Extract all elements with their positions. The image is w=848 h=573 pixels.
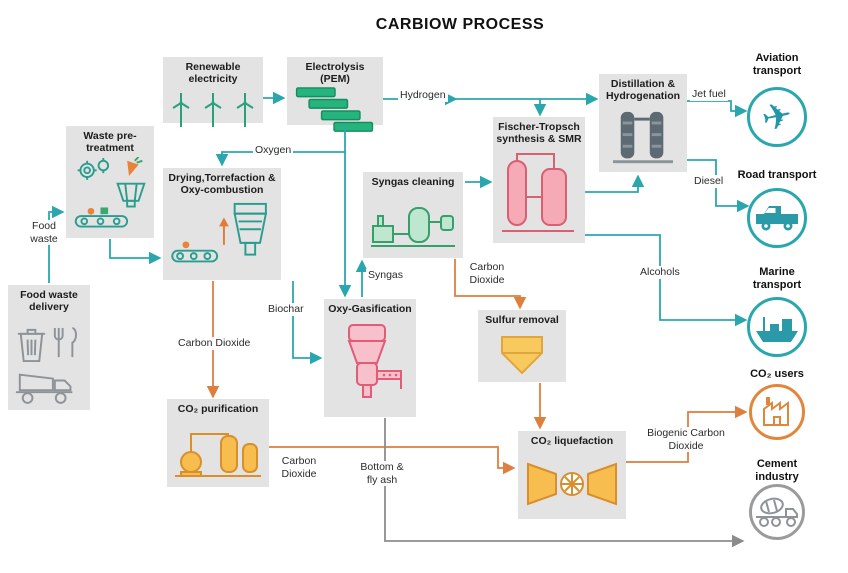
node-co2-purification: CO₂ purification	[167, 399, 269, 487]
flow-ft-to-distillation-line	[585, 174, 645, 193]
node-label: Syngas cleaning	[371, 176, 455, 188]
destination-marine	[747, 297, 807, 357]
node-label: Fischer-Tropsch synthesis & SMR	[496, 121, 582, 146]
node-drying-torrefaction: Drying,Torrefaction & Oxy-combustion	[163, 168, 281, 280]
flow-label-hydrogen: Hydrogen	[398, 89, 448, 102]
gas-cleaning-unit-icon	[363, 190, 463, 258]
trash-and-truck-icon	[8, 315, 90, 410]
destination-co2-users	[749, 384, 805, 440]
flow-label-jet-fuel: Jet fuel	[690, 88, 728, 101]
destination-road	[747, 188, 807, 248]
airplane-icon: ✈	[757, 93, 796, 140]
destination-cement	[749, 484, 805, 540]
node-electrolysis: Electrolysis (PEM)	[287, 57, 383, 133]
gasifier-icon	[324, 317, 416, 417]
node-label: Oxy-Gasification	[328, 303, 412, 315]
electrolyzer-stack-icon	[287, 87, 383, 135]
flow-label-co2-from-syngas: Carbon Dioxide	[462, 261, 512, 287]
truck-icon	[756, 206, 798, 231]
flow-label-biochar: Biochar	[266, 303, 306, 316]
destination-label-cement: Cement industry	[755, 458, 799, 484]
node-co2-liquefaction: CO₂ liquefaction	[518, 431, 626, 519]
flow-label-co2-from-drying: Carbon Dioxide	[176, 337, 253, 350]
distillation-columns-icon	[599, 104, 687, 172]
node-label: Distillation & Hydrogenation	[605, 78, 681, 103]
node-waste-pretreatment: Waste pre-treatment	[66, 126, 154, 238]
flow-label-diesel: Diesel	[692, 175, 726, 188]
node-label: Electrolysis (PEM)	[305, 61, 365, 86]
node-oxy-gasification: Oxy-Gasification	[324, 299, 416, 417]
node-label: Food waste delivery	[20, 289, 78, 314]
flow-label-co2-from-purification: Carbon Dioxide	[274, 455, 324, 481]
flow-label-food-waste: Food waste	[24, 220, 64, 246]
node-label: Waste pre-treatment	[83, 130, 137, 155]
liquefaction-compressor-icon	[518, 449, 626, 519]
node-renewable-electricity: Renewable electricity	[163, 57, 263, 128]
node-label: CO₂ liquefaction	[530, 435, 614, 447]
mixer-truck-icon	[756, 497, 798, 527]
node-label: Renewable electricity	[185, 61, 241, 86]
node-sulfur-removal: Sulfur removal	[478, 310, 566, 382]
destination-label-marine: Marine transport	[752, 266, 802, 292]
node-syngas-cleaning: Syngas cleaning	[363, 172, 463, 258]
destination-label-co2-users: CO₂ users	[750, 368, 804, 380]
node-distillation: Distillation & Hydrogenation	[599, 74, 687, 172]
sulfur-hopper-icon	[478, 328, 566, 382]
pretreatment-machinery-icon	[66, 156, 154, 238]
flow-label-bottom-fly-ash: Bottom & fly ash	[352, 461, 412, 487]
node-label: CO₂ purification	[177, 403, 259, 415]
node-label: Drying,Torrefaction & Oxy-combustion	[168, 172, 276, 197]
synthesis-columns-icon	[493, 147, 585, 243]
destination-aviation: ✈	[747, 87, 807, 147]
flow-biochar-line	[292, 281, 323, 365]
node-label: Sulfur removal	[485, 314, 559, 326]
wind-turbines-icon	[163, 87, 263, 129]
node-fischer-tropsch: Fischer-Tropsch synthesis & SMR	[493, 117, 585, 243]
conveyor-furnace-icon	[163, 198, 281, 280]
flow-label-oxygen: Oxygen	[253, 144, 294, 157]
flow-label-syngas: Syngas	[366, 269, 406, 282]
flow-jet-fuel-line	[687, 100, 748, 118]
destination-label-road: Road transport	[737, 169, 817, 181]
purification-unit-icon	[167, 417, 269, 487]
page-title: CARBIOW PROCESS	[375, 16, 545, 33]
destination-label-aviation: Aviation transport	[752, 52, 802, 78]
factory-icon	[763, 397, 789, 426]
flow-label-alcohols: Alcohols	[638, 266, 682, 279]
flow-pretreated-waste-line	[109, 239, 162, 265]
ship-icon	[756, 317, 798, 342]
flow-label-biogenic-co2: Biogenic Carbon Dioxide	[642, 427, 730, 453]
node-food-waste-delivery: Food waste delivery	[8, 285, 90, 410]
